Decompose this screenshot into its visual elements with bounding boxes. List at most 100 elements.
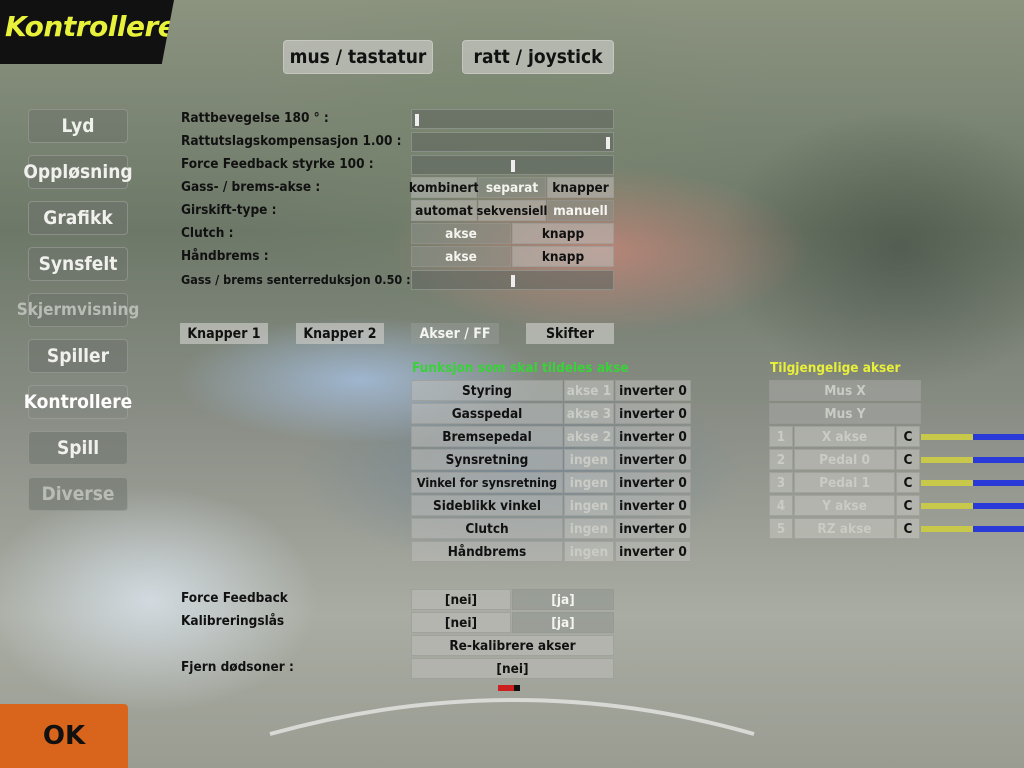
recalibrate-button[interactable]: Re-kalibrere akser (411, 635, 614, 656)
axis-number: 1 (769, 426, 793, 447)
axis-name[interactable]: Y akse (794, 495, 895, 516)
tab-akser-ff[interactable]: Akser / FF (411, 323, 499, 344)
handbrems-option-knapp[interactable]: knapp (512, 246, 614, 267)
kalib-option-ja[interactable]: [ja] (512, 612, 614, 633)
tab-mouse-keyboard[interactable]: mus / tastatur (283, 40, 433, 74)
axis-value-bar-blue (973, 434, 1024, 440)
rattbevegelse-slider[interactable] (411, 109, 614, 129)
slider-knob[interactable] (510, 160, 515, 172)
function-name[interactable]: Bremsepedal (411, 426, 563, 447)
tab-skifter[interactable]: Skifter (526, 323, 614, 344)
ff-option-nei[interactable]: [nei] (411, 589, 511, 610)
ff-styrke-label: Force Feedback styrke 100 : (181, 156, 374, 172)
function-axis[interactable]: ingen (564, 518, 614, 539)
menu-item-skjermvisning[interactable]: Skjermvisning (17, 293, 139, 327)
axis-c-button[interactable]: C (896, 518, 920, 539)
menu-item-opplosning[interactable]: Oppløsning (23, 155, 133, 189)
axis-value-bar-yellow (921, 480, 973, 486)
function-invert[interactable]: inverter 0 (615, 426, 691, 447)
ff-option-ja[interactable]: [ja] (512, 589, 614, 610)
steering-indicator-black (514, 685, 520, 691)
ff-label: Force Feedback (181, 590, 288, 606)
senterreduksjon-label: Gass / brems senterreduksjon 0.50 : (181, 272, 411, 287)
tab-knapper-2[interactable]: Knapper 2 (296, 323, 384, 344)
axis-value-bar-blue (973, 457, 1024, 463)
menu-item-grafikk[interactable]: Grafikk (28, 201, 128, 235)
axis-name[interactable]: RZ akse (794, 518, 895, 539)
function-axis[interactable]: akse 2 (564, 426, 614, 447)
function-name[interactable]: Gasspedal (411, 403, 563, 424)
axis-c-button[interactable]: C (896, 495, 920, 516)
function-axis[interactable]: akse 1 (564, 380, 614, 401)
tab-wheel-joystick[interactable]: ratt / joystick (462, 40, 614, 74)
menu-item-diverse[interactable]: Diverse (28, 477, 128, 511)
tab-knapper-1[interactable]: Knapper 1 (180, 323, 268, 344)
axes-header: Tilgjengelige akser (770, 360, 901, 376)
axis-value-bar-yellow (921, 434, 973, 440)
clutch-option-akse[interactable]: akse (411, 223, 511, 244)
slider-knob[interactable] (606, 137, 610, 149)
dodsoner-toggle[interactable]: [nei] (411, 658, 614, 679)
option-sekvensiell[interactable]: sekvensiell (477, 200, 547, 221)
menu-item-kontrollere[interactable]: Kontrollere (24, 385, 132, 419)
gass-brems-akse-label: Gass- / brems-akse : (181, 179, 321, 195)
axis-name[interactable]: Pedal 1 (794, 472, 895, 493)
kalib-label: Kalibreringslås (181, 613, 285, 629)
option-knapper[interactable]: knapper (547, 177, 614, 198)
ff-styrke-slider[interactable] (411, 155, 614, 175)
function-axis[interactable]: ingen (564, 449, 614, 470)
axis-name[interactable]: Pedal 0 (794, 449, 895, 470)
mouse-axis-x[interactable]: Mus X (769, 380, 921, 401)
function-name[interactable]: Styring (411, 380, 563, 401)
function-invert[interactable]: inverter 0 (615, 541, 691, 562)
function-invert[interactable]: inverter 0 (615, 449, 691, 470)
axis-c-button[interactable]: C (896, 472, 920, 493)
option-separat[interactable]: separat (478, 177, 546, 198)
mouse-axis-y[interactable]: Mus Y (769, 403, 921, 424)
rattutslag-label: Rattutslagskompensasjon 1.00 : (181, 133, 402, 149)
axis-number: 4 (769, 495, 793, 516)
handbrems-label: Håndbrems : (181, 248, 269, 264)
girskift-label: Girskift-type : (181, 202, 277, 218)
function-name[interactable]: Clutch (411, 518, 563, 539)
function-name[interactable]: Sideblikk vinkel (411, 495, 563, 516)
handbrems-option-akse[interactable]: akse (411, 246, 511, 267)
axis-value-bar-yellow (921, 503, 973, 509)
axis-c-button[interactable]: C (896, 426, 920, 447)
function-invert[interactable]: inverter 0 (615, 380, 691, 401)
axis-number: 3 (769, 472, 793, 493)
axis-number: 2 (769, 449, 793, 470)
function-name[interactable]: Vinkel for synsretning (411, 472, 563, 493)
steering-arc-line (269, 698, 755, 736)
axis-number: 5 (769, 518, 793, 539)
axis-c-button[interactable]: C (896, 449, 920, 470)
menu-item-synsfelt[interactable]: Synsfelt (28, 247, 128, 281)
menu-item-spiller[interactable]: Spiller (28, 339, 128, 373)
kalib-option-nei[interactable]: [nei] (411, 612, 511, 633)
axis-value-bar-blue (973, 503, 1024, 509)
axis-value-bar-yellow (921, 457, 973, 463)
function-name[interactable]: Håndbrems (411, 541, 563, 562)
function-axis[interactable]: ingen (564, 472, 614, 493)
menu-item-lyd[interactable]: Lyd (28, 109, 128, 143)
senterreduksjon-slider[interactable] (411, 270, 614, 290)
axis-name[interactable]: X akse (794, 426, 895, 447)
function-invert[interactable]: inverter 0 (615, 403, 691, 424)
function-axis[interactable]: ingen (564, 541, 614, 562)
slider-knob[interactable] (510, 275, 515, 287)
menu-item-spill[interactable]: Spill (28, 431, 128, 465)
function-axis[interactable]: ingen (564, 495, 614, 516)
ok-button[interactable]: OK (0, 704, 128, 768)
function-invert[interactable]: inverter 0 (615, 495, 691, 516)
function-name[interactable]: Synsretning (411, 449, 563, 470)
option-manuell[interactable]: manuell (547, 200, 614, 221)
option-kombinert[interactable]: kombinert (409, 177, 479, 198)
clutch-option-knapp[interactable]: knapp (512, 223, 614, 244)
function-invert[interactable]: inverter 0 (615, 472, 691, 493)
option-automat[interactable]: automat (411, 200, 477, 221)
function-invert[interactable]: inverter 0 (615, 518, 691, 539)
function-axis[interactable]: akse 3 (564, 403, 614, 424)
slider-knob[interactable] (415, 114, 419, 126)
dodsoner-label: Fjern dødsoner : (181, 659, 294, 675)
rattutslag-slider[interactable] (411, 132, 614, 152)
